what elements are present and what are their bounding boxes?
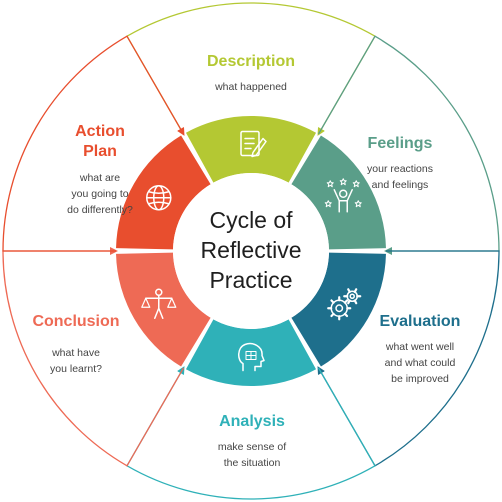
- head-puzzle-icon: [238, 342, 265, 372]
- description-segment: [185, 115, 317, 183]
- analysis-description-line-1: make sense of: [218, 441, 286, 453]
- conclusion-description-line-1: what have: [51, 347, 100, 359]
- action-plan-description-line-2: you going to: [71, 188, 128, 200]
- globe-icon: [146, 185, 172, 211]
- action-plan-outline-arrow: [2, 35, 185, 252]
- feelings-description-line-1: your reactions: [367, 163, 433, 175]
- conclusion-segment: [116, 252, 211, 367]
- center-title-line-3: Practice: [209, 267, 292, 293]
- action-plan-description-line-3: do differently?: [67, 204, 133, 216]
- celebrating-person-stars-icon: [324, 178, 362, 213]
- analysis-outline-arrow: [126, 366, 376, 500]
- action-plan-description-line-1: what are: [79, 172, 120, 184]
- analysis-title: Analysis: [219, 413, 285, 430]
- center-circle: [173, 173, 329, 329]
- conclusion-outline-arrow: [2, 247, 185, 467]
- description-outline-arrow: [126, 2, 376, 136]
- document-pen-icon: [240, 130, 267, 158]
- gears-icon: [327, 288, 362, 321]
- feelings-segment: [291, 135, 386, 250]
- evaluation-description-line-3: be improved: [391, 373, 449, 385]
- conclusion-title: Conclusion: [32, 313, 119, 330]
- action-plan-title-line-2: Plan: [83, 143, 117, 160]
- evaluation-outline-arrow: [317, 250, 500, 467]
- description-description-line-1: what happened: [214, 81, 287, 93]
- center-title-line-2: Reflective: [201, 237, 302, 263]
- center-title-line-1: Cycle of: [209, 207, 293, 233]
- conclusion-description-line-2: you learnt?: [50, 363, 102, 375]
- feelings-outline-arrow: [317, 35, 500, 255]
- feelings-description-line-2: and feelings: [372, 179, 429, 191]
- evaluation-title: Evaluation: [380, 313, 461, 330]
- evaluation-segment: [291, 252, 386, 367]
- analysis-description-line-2: the situation: [224, 457, 281, 469]
- evaluation-description-line-1: what went well: [385, 341, 454, 353]
- feelings-title: Feelings: [368, 135, 433, 152]
- action-plan-title-line-1: Action: [75, 123, 125, 140]
- person-scales-icon: [141, 288, 177, 319]
- evaluation-description-line-2: and what could: [385, 357, 456, 369]
- description-title: Description: [207, 53, 295, 70]
